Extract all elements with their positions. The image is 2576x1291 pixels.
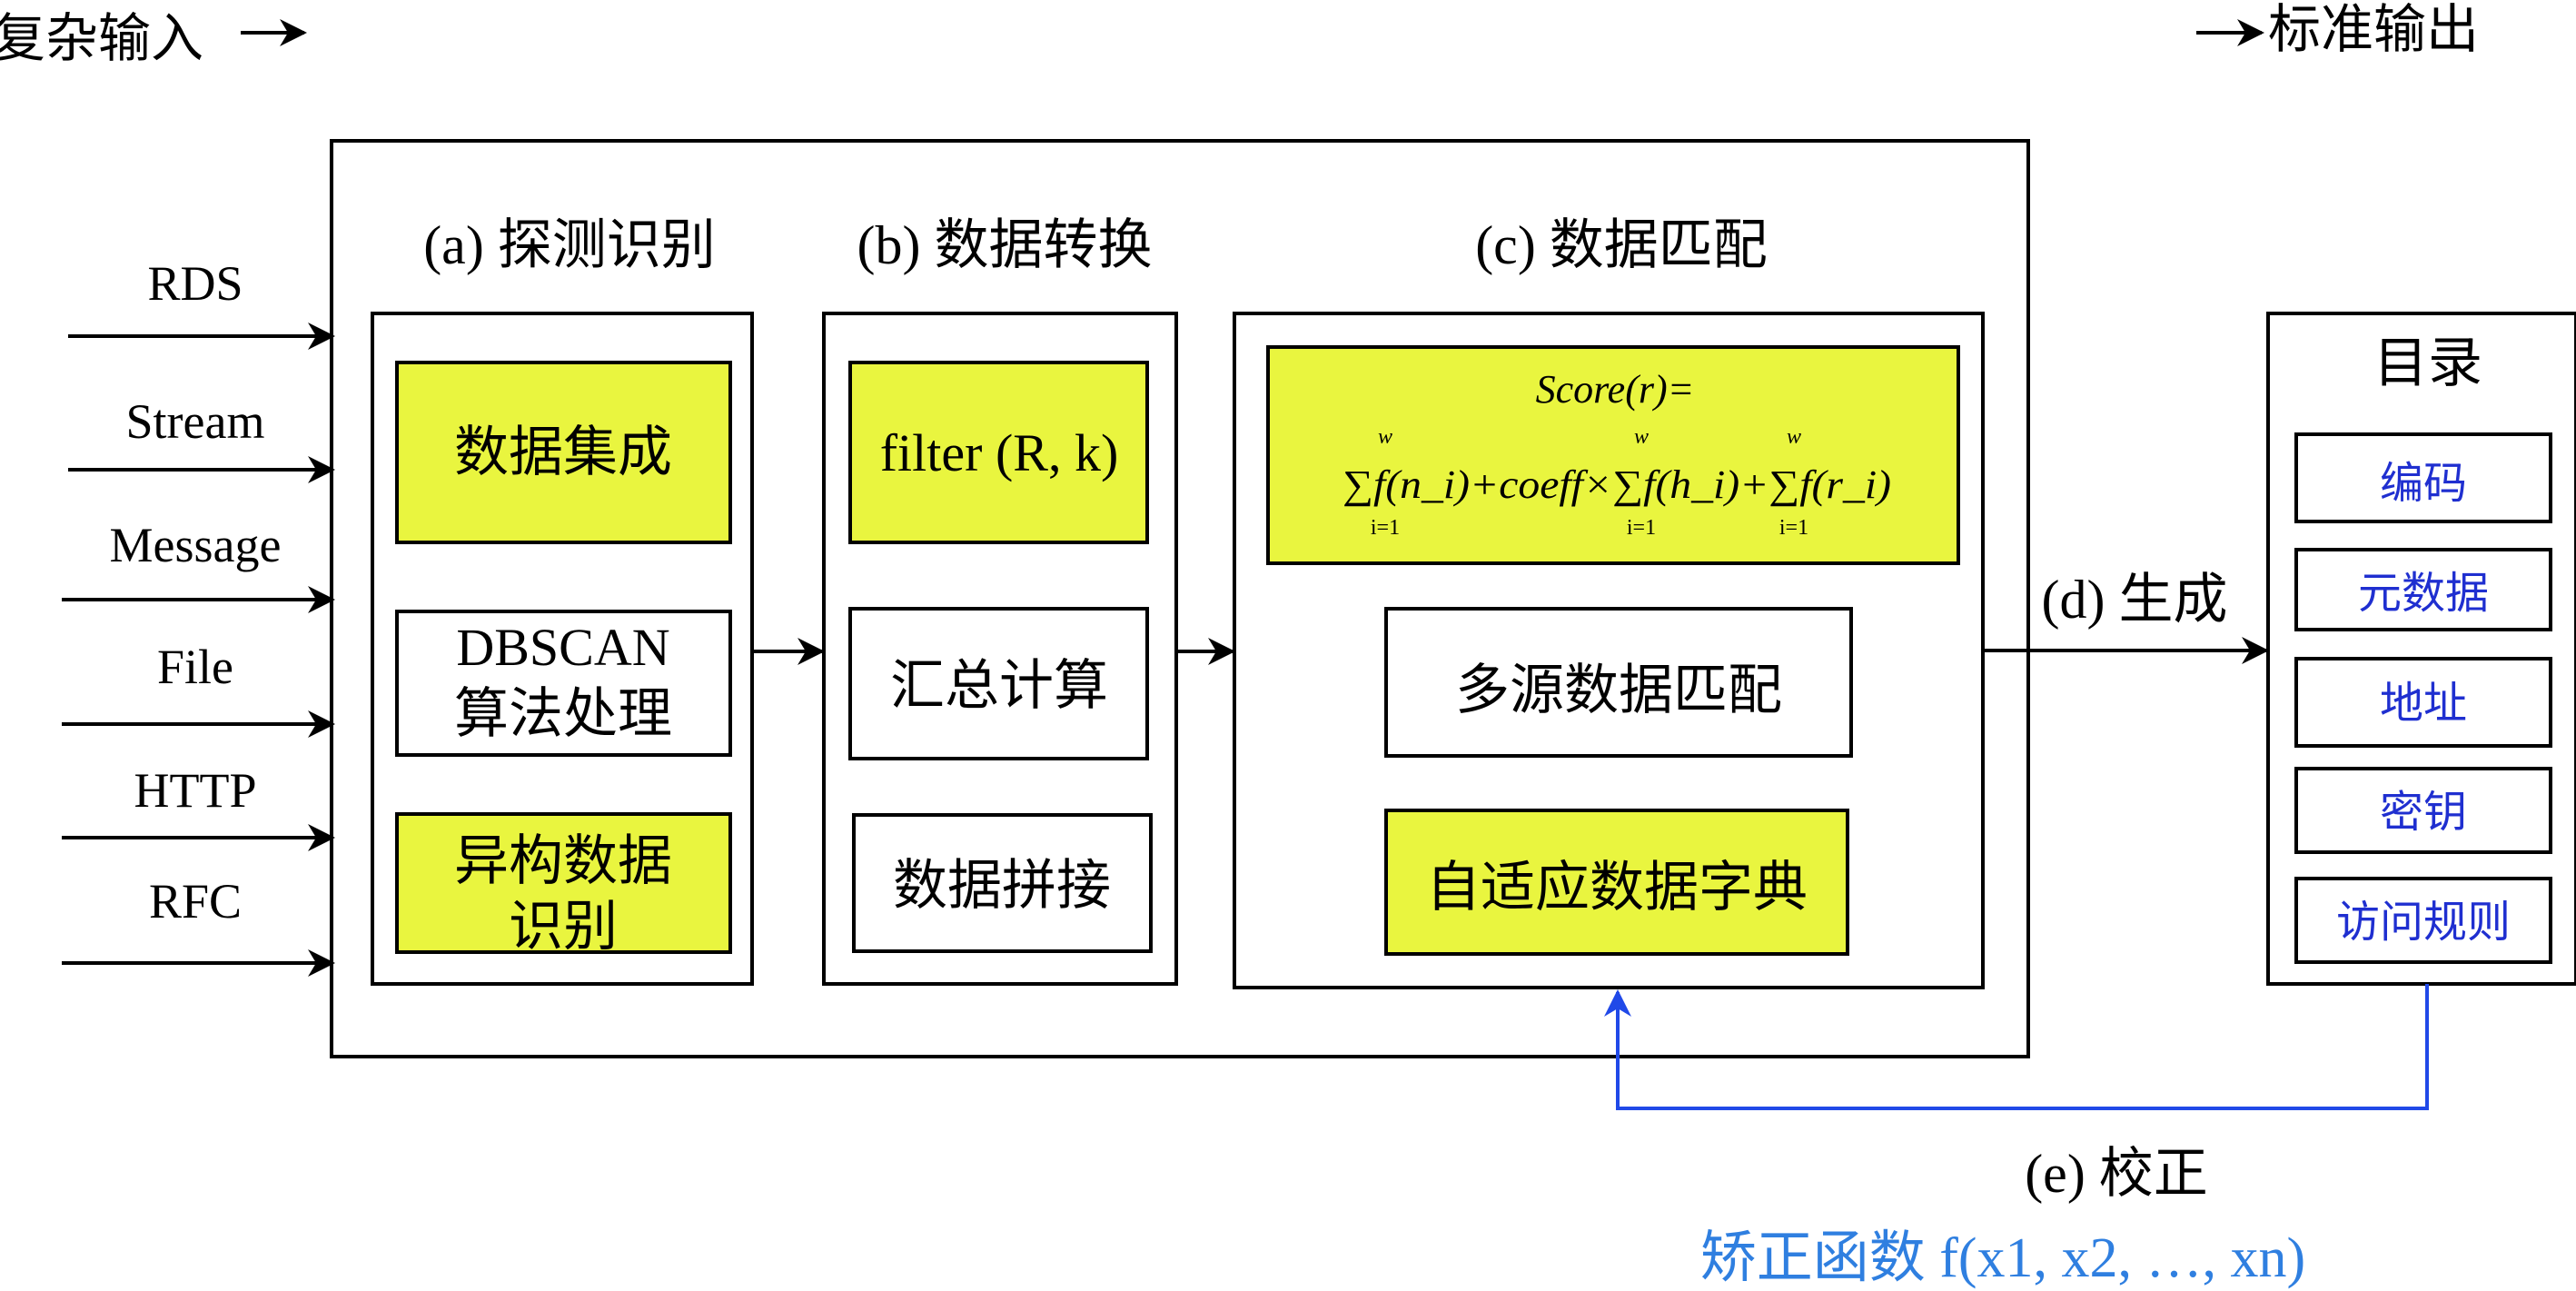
catalog-item-access-rules-box (2294, 877, 2552, 964)
formula-line2: ∑f(n_i)+coeff×∑f(h_i)+∑f(r_i) (1342, 462, 1891, 507)
catalog-item-key: 密钥 (2380, 789, 2467, 837)
catalog-box (2266, 312, 2576, 986)
standard-output-label: 标准输出 (2268, 0, 2479, 59)
input-message-label: Message (110, 518, 282, 572)
stage-c-title: (c) 数据匹配 (1475, 215, 1768, 275)
stage-c-item-dictionary-box (1384, 809, 1849, 956)
input-file-label: File (157, 640, 233, 694)
catalog-item-address: 地址 (2380, 680, 2467, 728)
sum2-lower-limit: i=1 (1627, 516, 1656, 540)
catalog-item-address-box (2294, 657, 2552, 748)
catalog-item-key-box (2294, 767, 2552, 854)
catalog-item-metadata: 元数据 (2358, 570, 2489, 618)
stage-c-item-multisource-box (1384, 607, 1853, 758)
sum1-upper-limit: w (1378, 425, 1392, 449)
complex-input-label: 复杂输入 (0, 9, 203, 68)
stage-b-item-aggregate: 汇总计算 (890, 656, 1108, 716)
stage-c-item-dictionary: 自适应数据字典 (1426, 858, 1808, 918)
input-sources: RDS Stream Message File HTTP RFC (62, 256, 335, 977)
stage-b-item-filter-box (848, 361, 1149, 544)
stage-a-title: (a) 探测识别 (423, 215, 716, 275)
sum3-lower-limit: i=1 (1779, 516, 1808, 540)
sum2-upper-limit: w (1634, 425, 1649, 449)
catalog-item-encoding-box (2294, 432, 2552, 523)
correction-function: 矫正函数 f(x1, x2, …, xn) (1700, 1227, 2305, 1289)
catalog-item-encoding: 编码 (2380, 460, 2467, 508)
input-rds-label: RDS (147, 256, 243, 311)
stage-c-formula-box (1266, 345, 1960, 565)
input-rfc-label: RFC (149, 874, 242, 929)
stage-a-item-dbscan-line2: 算法处理 (454, 684, 672, 744)
catalog-title: 目录 (2373, 333, 2482, 393)
generate-label: (d) 生成 (2042, 570, 2228, 630)
input-stream-label: Stream (126, 394, 265, 449)
stage-b-item-join: 数据拼接 (893, 856, 1111, 916)
sum3-upper-limit: w (1787, 425, 1801, 449)
correct-label: (e) 校正 (2025, 1144, 2208, 1204)
catalog-item-access-rules: 访问规则 (2336, 899, 2511, 947)
feedback-arrow (1604, 984, 2429, 1110)
stage-c-item-multisource: 多源数据匹配 (1455, 660, 1782, 720)
stage-b-item-aggregate-box (848, 607, 1149, 760)
catalog-item-metadata-box (2294, 548, 2552, 631)
stage-b-title: (b) 数据转换 (857, 215, 1153, 275)
stage-a-item-heterogeneous-box (395, 812, 732, 954)
formula-line1: Score(r)= (1536, 367, 1695, 412)
stage-b-item-join-box (852, 813, 1153, 953)
stage-a-item-heterogeneous-line1: 异构数据 (454, 831, 672, 891)
stage-a-item-dbscan-line1: DBSCAN (456, 618, 669, 677)
stage-b-item-filter: filter (R, k) (880, 423, 1119, 482)
sum1-lower-limit: i=1 (1371, 516, 1400, 540)
stage-a-item-data-integration: 数据集成 (454, 422, 672, 482)
stage-a-item-dbscan-box (395, 610, 732, 757)
input-http-label: HTTP (134, 763, 257, 818)
stage-a-item-data-integration-box (395, 361, 732, 544)
stage-a-item-heterogeneous-line2: 识别 (509, 897, 618, 957)
